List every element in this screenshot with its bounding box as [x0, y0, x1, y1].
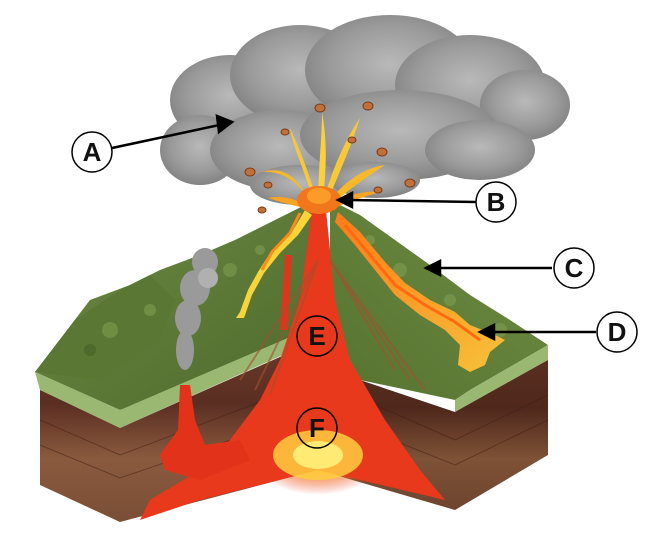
label-b: B	[475, 181, 517, 223]
label-d: D	[596, 311, 638, 353]
label-f: F	[296, 407, 338, 449]
lava-flow-left	[236, 210, 312, 318]
magma-body	[140, 210, 445, 520]
svg-text:A: A	[83, 137, 102, 167]
svg-text:F: F	[309, 413, 325, 443]
eruption-fountain	[262, 112, 385, 214]
label-c: C	[553, 247, 595, 289]
secondary-vent-smoke	[175, 248, 218, 370]
svg-text:B: B	[487, 187, 506, 217]
arrow-b	[347, 198, 477, 204]
label-a: A	[71, 131, 113, 173]
dike-lines	[239, 259, 426, 396]
svg-text:D: D	[608, 317, 627, 347]
svg-text:C: C	[565, 253, 584, 283]
svg-text:E: E	[308, 321, 325, 351]
lava-flow-d	[335, 212, 505, 372]
ground-surface-edge-right	[455, 345, 548, 412]
ash-cloud	[160, 15, 570, 205]
label-e: E	[296, 315, 338, 357]
volcanic-bombs	[244, 101, 416, 214]
arrow-a	[111, 122, 225, 150]
label-arrows	[111, 114, 596, 342]
